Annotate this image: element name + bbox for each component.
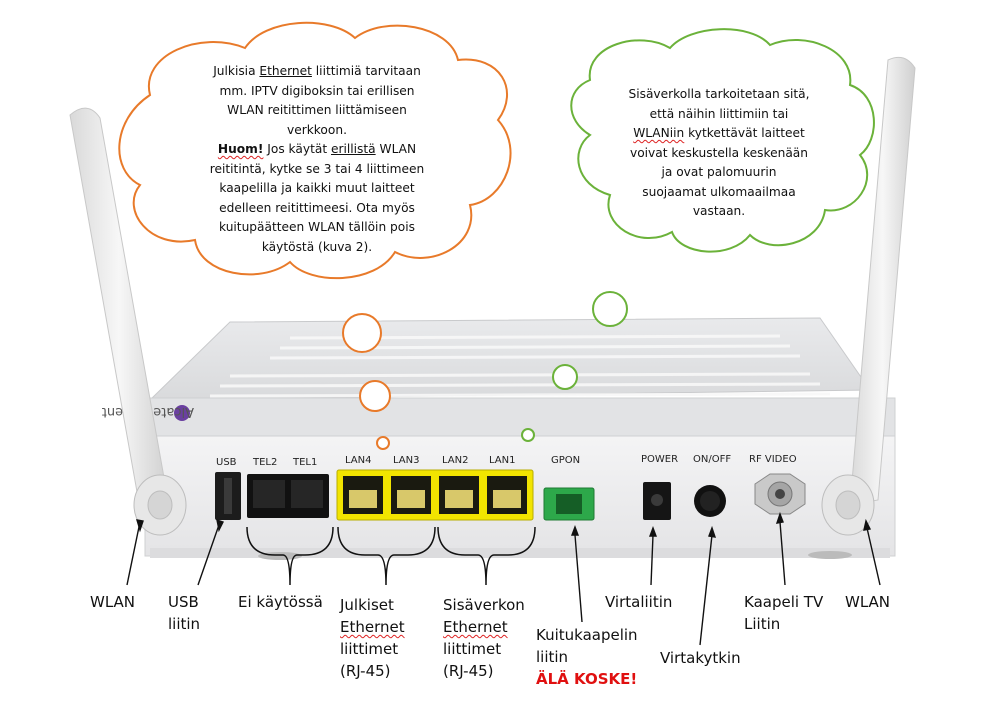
private-network-bubble-text: Sisäverkolla tarkoitetaan sitä, että näi… — [628, 87, 810, 218]
brackets — [246, 526, 536, 586]
bracket-public-lan — [337, 526, 436, 586]
lan-ports — [336, 469, 534, 521]
power-switch — [694, 485, 726, 517]
label-wlan-left: WLAN — [90, 593, 136, 611]
port-label-usb: USB — [216, 457, 237, 468]
router-body — [144, 317, 896, 560]
port-label-lan2: LAN2 — [442, 455, 468, 466]
label-wlan-right: WLAN — [845, 593, 891, 611]
pointer-lines — [126, 511, 881, 646]
port-label-lan4: LAN4 — [345, 455, 371, 466]
private-network-bubble — [570, 28, 875, 253]
public-ethernet-bubble-text: Julkisia Ethernet liittimiä tarvitaan mm… — [209, 64, 425, 254]
port-label-gpon: GPON — [551, 455, 580, 466]
public-ethernet-bubble — [118, 21, 512, 280]
port-label-tel1: TEL1 — [292, 457, 317, 468]
label-power-switch: Virtakytkin — [660, 649, 741, 667]
label-not-used: Ei käytössä — [238, 593, 323, 611]
private-thought-circles — [521, 291, 628, 442]
power-jack — [643, 482, 671, 520]
port-label-tel2: TEL2 — [252, 457, 277, 468]
port-label-onoff: ON/OFF — [693, 454, 731, 465]
antenna-right — [821, 56, 916, 536]
tel-ports — [247, 474, 329, 518]
antenna-left — [69, 107, 187, 536]
usb-port — [215, 472, 241, 520]
fiber-warning: ÄLÄ KOSKE! — [536, 670, 638, 688]
port-label-lan3: LAN3 — [393, 455, 419, 466]
gpon-port — [543, 487, 595, 521]
bracket-private-lan — [437, 526, 536, 586]
rf-video-connector — [754, 473, 806, 515]
public-thought-circles — [342, 313, 391, 450]
port-label-rfvideo: RF VIDEO — [749, 454, 797, 465]
port-labels: USB TEL2 TEL1 LAN4 LAN3 LAN2 LAN1 GPON P… — [216, 454, 797, 468]
label-power-jack: Virtaliitin — [605, 593, 673, 611]
port-label-lan1: LAN1 — [489, 455, 515, 466]
port-label-power: POWER — [641, 454, 678, 465]
bracket-tel — [246, 526, 334, 586]
